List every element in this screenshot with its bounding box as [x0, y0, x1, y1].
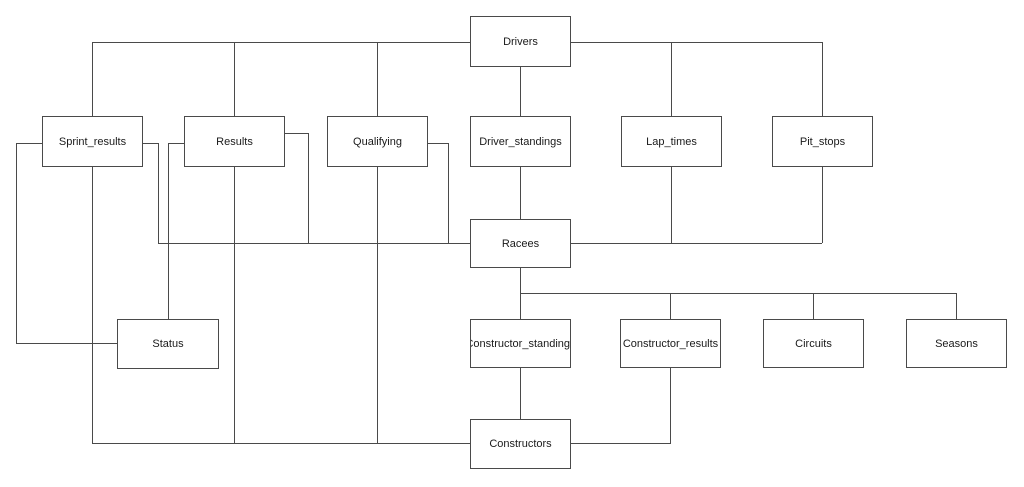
node-label: Constructor_results — [622, 337, 719, 350]
node-label: Qualifying — [353, 135, 402, 148]
edge-segment — [822, 167, 823, 243]
edge-segment — [377, 167, 378, 443]
node-results[interactable]: Results — [184, 116, 285, 167]
node-label: Status — [152, 338, 184, 350]
edge-segment — [520, 67, 521, 116]
edge-segment — [16, 143, 17, 343]
edge-segment — [571, 243, 822, 244]
edge-segment — [671, 42, 672, 116]
node-label: Constructor_standings — [470, 337, 571, 350]
edge-segment — [670, 368, 671, 443]
edge-segment — [143, 143, 158, 144]
edge-segment — [234, 42, 235, 116]
node-sprint-results[interactable]: Sprint_results — [42, 116, 143, 167]
edge-segment — [168, 143, 184, 144]
node-label: Seasons — [935, 337, 978, 350]
node-qualifying[interactable]: Qualifying — [327, 116, 428, 167]
edge-segment — [520, 368, 521, 419]
edge-segment — [234, 167, 235, 443]
edge-segment — [428, 143, 448, 144]
edge-segment — [448, 143, 449, 243]
edge-segment — [92, 42, 93, 116]
edge-segment — [670, 293, 671, 319]
edge-segment — [158, 243, 470, 244]
node-label: Pit_stops — [799, 135, 846, 148]
edge-segment — [168, 143, 169, 319]
edge-segment — [822, 42, 823, 116]
node-label: Driver_standings — [479, 135, 562, 148]
node-driver-standings[interactable]: Driver_standings — [470, 116, 571, 167]
node-racees[interactable]: Racees — [470, 219, 571, 268]
node-label: Lap_times — [646, 135, 697, 148]
node-label: Sprint_results — [58, 135, 127, 148]
edge-segment — [571, 443, 671, 444]
edge-segment — [671, 167, 672, 243]
edge-segment — [158, 143, 159, 243]
node-drivers[interactable]: Drivers — [470, 16, 571, 67]
node-constructors[interactable]: Constructors — [470, 419, 571, 469]
node-label: Drivers — [503, 35, 538, 48]
edge-segment — [813, 293, 814, 319]
node-label: Racees — [501, 237, 540, 250]
node-pit-stops[interactable]: Pit_stops — [772, 116, 873, 167]
node-constructor-standings[interactable]: Constructor_standings — [470, 319, 571, 368]
edge-segment — [956, 293, 957, 319]
node-label: Circuits — [795, 337, 832, 350]
node-circuits[interactable]: Circuits — [763, 319, 864, 368]
edge-segment — [377, 42, 378, 116]
node-label: Constructors — [489, 438, 552, 450]
edge-segment — [520, 167, 521, 219]
edge-segment — [571, 42, 823, 43]
node-status[interactable]: Status — [117, 319, 219, 369]
node-lap-times[interactable]: Lap_times — [621, 116, 722, 167]
edge-segment — [92, 443, 470, 444]
node-seasons[interactable]: Seasons — [906, 319, 1007, 368]
node-label: Results — [216, 135, 253, 148]
edge-segment — [308, 133, 309, 243]
edge-segment — [520, 293, 956, 294]
edge-segment — [16, 143, 42, 144]
edge-segment — [285, 133, 308, 134]
edge-segment — [92, 167, 93, 443]
edge-segment — [16, 343, 117, 344]
node-constructor-results[interactable]: Constructor_results — [620, 319, 721, 368]
edge-segment — [92, 42, 470, 43]
